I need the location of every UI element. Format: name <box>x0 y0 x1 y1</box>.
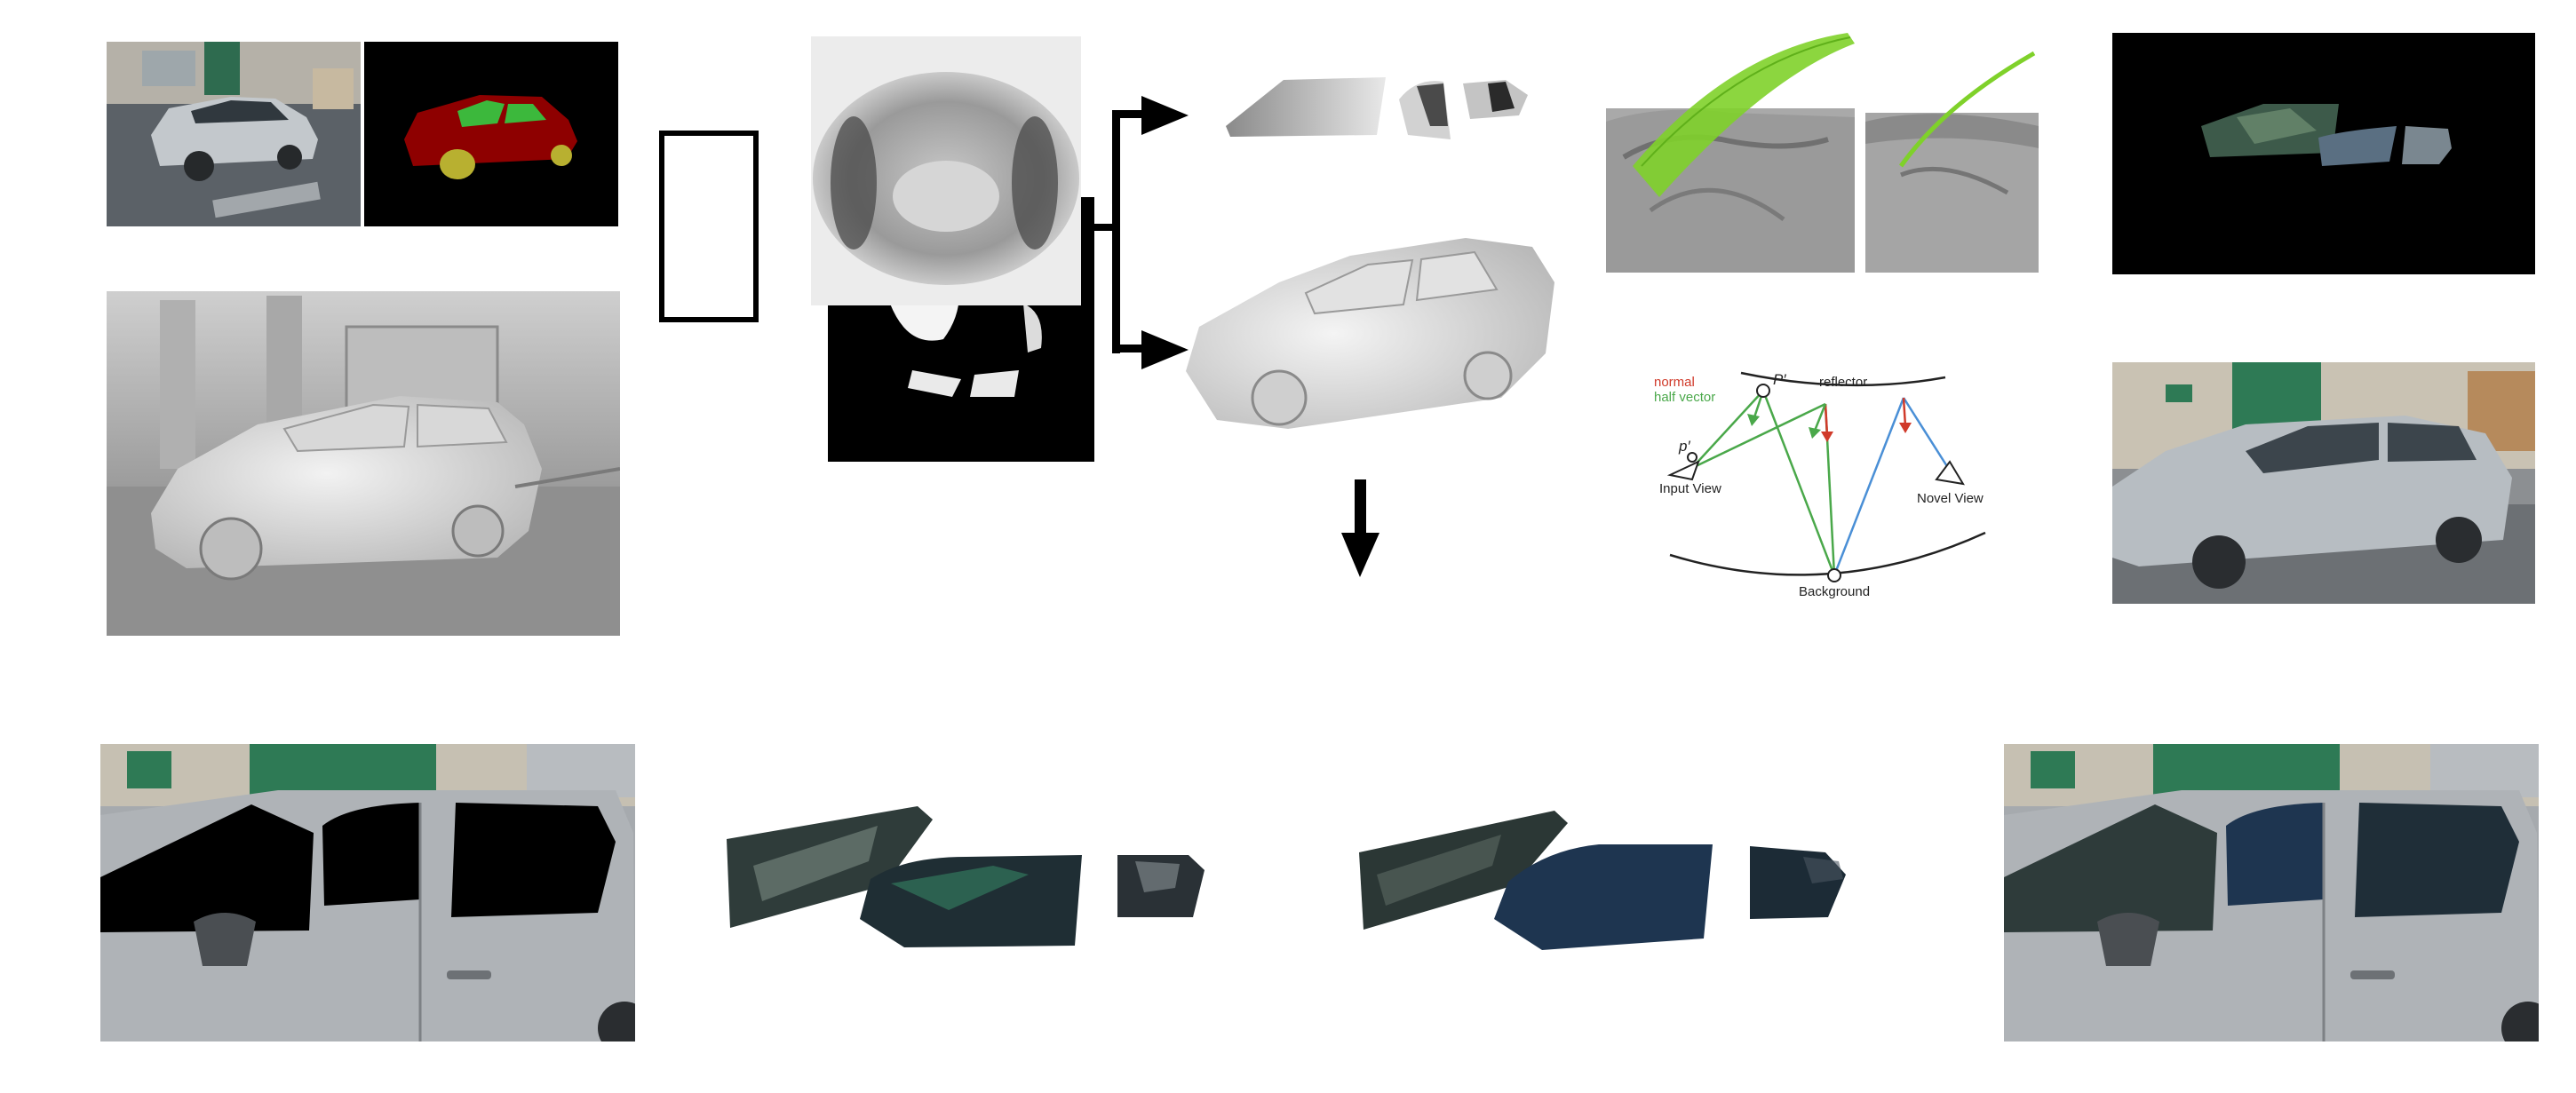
mesh-with-background-panel <box>107 291 620 636</box>
textured-windows-panel <box>2112 33 2535 274</box>
fitted-surface-closeup-2 <box>1865 51 2039 273</box>
legend-normal: normal <box>1654 375 1695 390</box>
label-p-lower: p′ <box>1678 438 1690 455</box>
label-reflector: reflector <box>1819 375 1867 390</box>
bottom-window-textures-b <box>1359 804 1903 954</box>
reflector-curve <box>1740 371 1946 387</box>
label-novel-view: Novel View <box>1917 491 1984 506</box>
novel-view-camera-icon <box>1935 460 1965 486</box>
background-point <box>1827 568 1841 582</box>
bottom-novel-view-result <box>2004 744 2539 1042</box>
refined-car-mesh <box>1181 229 1563 435</box>
input-view-camera-icon <box>1666 460 1700 481</box>
fitted-surface-closeup-1 <box>1606 33 1855 273</box>
background-curve <box>1669 531 1986 576</box>
window-depth-map <box>1221 73 1559 146</box>
environment-map-panel <box>811 36 1081 305</box>
placeholder-frame <box>659 131 759 322</box>
segmentation-mask-panel <box>364 42 618 226</box>
bottom-masked-input <box>100 744 635 1042</box>
point-p-upper <box>1756 384 1770 398</box>
input-photo-panel <box>107 42 361 226</box>
label-p-upper: P′ <box>1773 371 1786 388</box>
label-background: Background <box>1799 584 1870 599</box>
point-p-lower <box>1687 452 1697 463</box>
bottom-window-textures-a <box>727 804 1270 954</box>
label-input-view: Input View <box>1659 481 1721 496</box>
legend-half-vector: half vector <box>1654 390 1715 405</box>
novel-view-render-panel <box>2112 362 2535 604</box>
